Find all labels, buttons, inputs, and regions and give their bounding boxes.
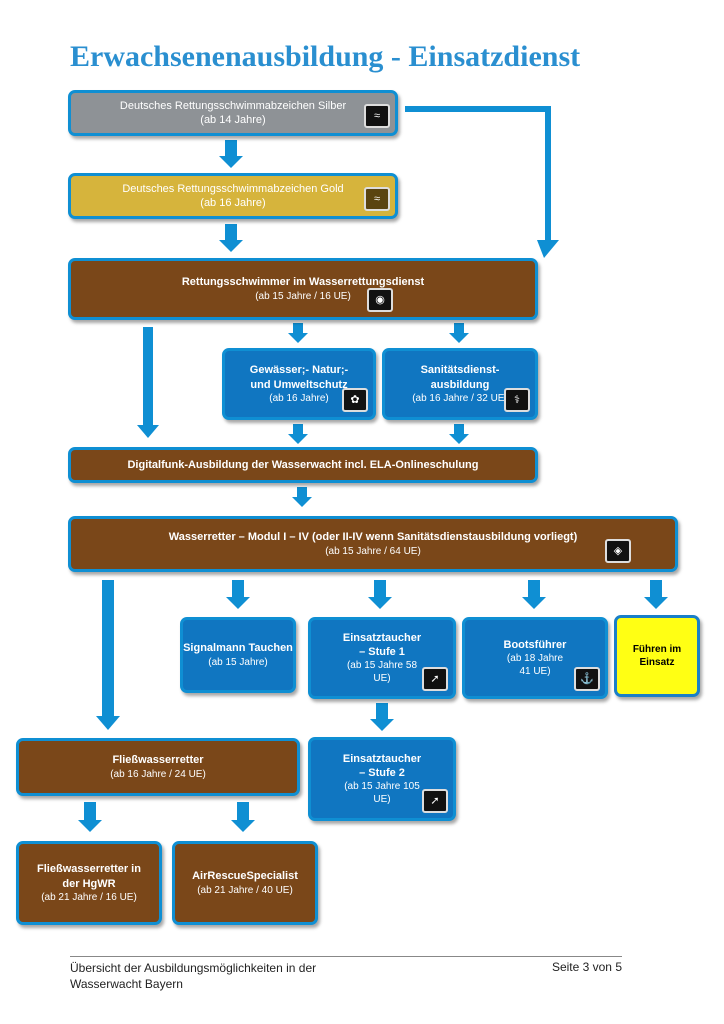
- swimmer-badge-icon: ≈: [364, 104, 390, 128]
- page-number: Seite 3 von 5: [551, 960, 622, 974]
- box-subtitle: (ab 15 Jahre / 16 UE): [255, 290, 351, 302]
- box-title: Sanitätsdienst- ausbildung: [420, 364, 500, 391]
- nature-badge-icon: ✿: [342, 388, 368, 412]
- arrow-wr-signalmann: [226, 580, 250, 609]
- arrow-wr-bootsfuehrer: [522, 580, 546, 609]
- arrow-fw-hgwr: [78, 802, 102, 832]
- arrow-sanitaet-digitalfunk: [449, 424, 469, 444]
- box-title: Fließwasserretter: [112, 754, 204, 767]
- lifeguard-badge-icon: ◉: [367, 288, 393, 312]
- box-subtitle: (ab 15 Jahre 105 UE): [344, 781, 420, 806]
- arrow-digitalfunk-wasserretter: [292, 487, 312, 507]
- arrow-rs-sanitaet: [449, 323, 469, 343]
- box-subtitle: (ab 16 Jahre): [200, 197, 266, 209]
- box-fliesswasserretter-hgwr: Fließwasserretter in der HgWR (ab 21 Jah…: [16, 841, 162, 925]
- box-rettungsschwimmabzeichen-silber: Deutsches Rettungsschwimmabzeichen Silbe…: [68, 90, 398, 136]
- box-sanitaetsdienst: Sanitätsdienst- ausbildung (ab 16 Jahre …: [382, 348, 538, 420]
- diver-badge-icon: ➚: [422, 667, 448, 691]
- box-title: Deutsches Rettungsschwimmabzeichen Silbe…: [119, 99, 347, 112]
- box-title: AirRescueSpecialist: [192, 870, 298, 883]
- arrow-gewaesser-digitalfunk: [288, 424, 308, 444]
- box-subtitle: (ab 15 Jahre 58 UE): [346, 660, 418, 685]
- box-bootsfuehrer: Bootsführer (ab 18 Jahre 41 UE) ⚓: [462, 617, 608, 699]
- box-subtitle: (ab 16 Jahre): [269, 392, 329, 404]
- box-signalmann-tauchen: Signalmann Tauchen (ab 15 Jahre): [180, 617, 296, 693]
- box-rettungsschwimmer: Rettungsschwimmer im Wasserrettungsdiens…: [68, 258, 538, 320]
- box-subtitle: (ab 21 Jahre / 40 UE): [197, 884, 293, 896]
- box-title: Bootsführer: [503, 638, 567, 651]
- box-title: Rettungsschwimmer im Wasserrettungsdiens…: [181, 276, 425, 289]
- box-subtitle: (ab 15 Jahre): [208, 656, 268, 668]
- box-title: Führen im Einsatz: [632, 644, 682, 668]
- arrow-wr-taucher1: [368, 580, 392, 609]
- footer-text: Übersicht der Ausbildungsmöglichkeiten i…: [70, 961, 317, 992]
- box-airrescuespecialist: AirRescueSpecialist (ab 21 Jahre / 40 UE…: [172, 841, 318, 925]
- box-wasserretter: Wasserretter – Modul I – IV (oder II-IV …: [68, 516, 678, 572]
- swimmer-badge-icon: ≈: [364, 187, 390, 211]
- medic-badge-icon: ⚕: [504, 388, 530, 412]
- box-einsatztaucher-stufe-2: Einsatztaucher – Stufe 2 (ab 15 Jahre 10…: [308, 737, 456, 821]
- arrow-gold-rettungsschwimmer: [219, 224, 243, 252]
- box-title: Einsatztaucher – Stufe 2: [342, 752, 422, 779]
- arrow-rs-digitalfunk: [137, 327, 159, 438]
- box-title: Gewässer;- Natur;- und Umweltschutz: [249, 364, 349, 391]
- box-title: Fließwasserretter in der HgWR: [37, 863, 141, 890]
- arrow-silber-gold: [219, 140, 243, 168]
- arrow-wr-fliesswasser: [96, 580, 120, 730]
- box-fliesswasserretter: Fließwasserretter (ab 16 Jahre / 24 UE): [16, 738, 300, 796]
- water-rescue-badge-icon: ◈: [605, 539, 631, 563]
- box-title: Wasserretter – Modul I – IV (oder II-IV …: [168, 531, 578, 544]
- box-subtitle: (ab 16 Jahre / 32 UE): [412, 392, 508, 404]
- box-title: Einsatztaucher – Stufe 1: [342, 631, 422, 658]
- box-title: Digitalfunk-Ausbildung der Wasserwacht i…: [127, 458, 479, 471]
- box-digitalfunk: Digitalfunk-Ausbildung der Wasserwacht i…: [68, 447, 538, 483]
- box-subtitle: (ab 15 Jahre / 64 UE): [325, 545, 421, 557]
- box-subtitle: (ab 14 Jahre): [200, 114, 266, 126]
- arrow-rs-gewaesser: [288, 323, 308, 343]
- box-subtitle: (ab 18 Jahre 41 UE): [506, 653, 564, 678]
- arrow-wr-fuehren: [644, 580, 668, 609]
- anchor-icon: ⚓: [574, 667, 600, 691]
- arrow-silber-elbow: [405, 106, 559, 258]
- page-title: Erwachsenenausbildung - Einsatzdienst: [70, 40, 581, 73]
- box-title: Signalmann Tauchen: [183, 642, 293, 655]
- box-gewaesser-umweltschutz: Gewässer;- Natur;- und Umweltschutz (ab …: [222, 348, 376, 420]
- arrow-taucher1-taucher2: [370, 703, 394, 731]
- box-title: Deutsches Rettungsschwimmabzeichen Gold: [122, 182, 344, 195]
- box-fuehren-im-einsatz: Führen im Einsatz: [614, 615, 700, 697]
- box-rettungsschwimmabzeichen-gold: Deutsches Rettungsschwimmabzeichen Gold …: [68, 173, 398, 219]
- box-subtitle: (ab 16 Jahre / 24 UE): [110, 768, 206, 780]
- diver-badge-icon: ➚: [422, 789, 448, 813]
- box-einsatztaucher-stufe-1: Einsatztaucher – Stufe 1 (ab 15 Jahre 58…: [308, 617, 456, 699]
- box-subtitle: (ab 21 Jahre / 16 UE): [41, 891, 137, 903]
- footer-divider: [70, 956, 622, 957]
- arrow-fw-airrescue: [231, 802, 255, 832]
